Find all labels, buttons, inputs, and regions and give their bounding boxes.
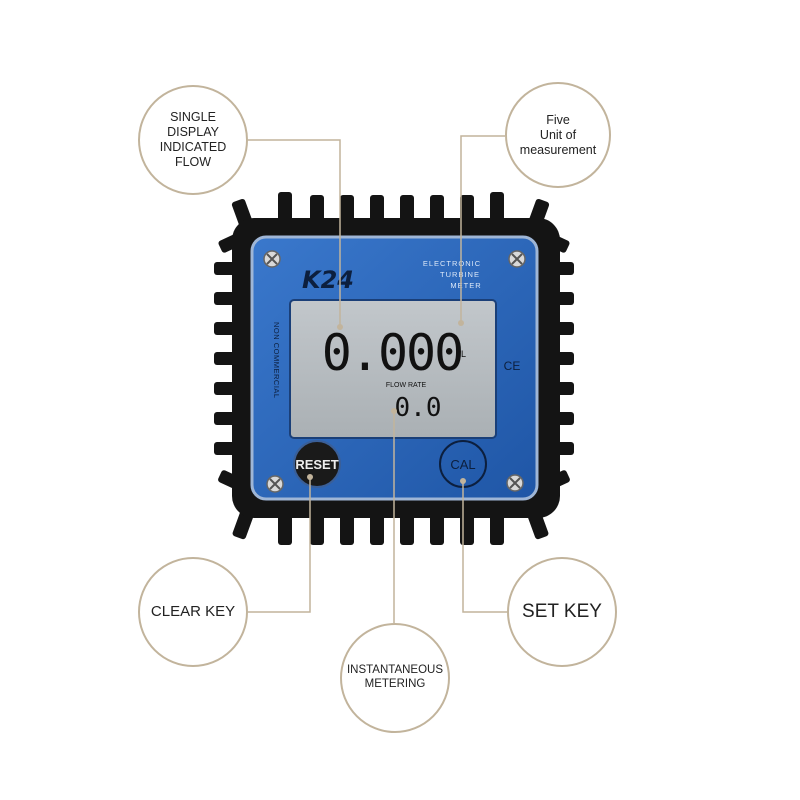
reset-button[interactable]: RESET: [293, 440, 341, 488]
non-commercial-label: NON COMMERCIAL: [272, 322, 281, 399]
callout-single-display: SINGLE DISPLAY INDICATED FLOW: [138, 85, 248, 195]
flow-reading: 0.0: [395, 393, 442, 423]
callout-instantaneous-text: INSTANTANEOUS METERING: [346, 664, 444, 690]
brand-logo: K24: [302, 266, 354, 294]
callout-five-units: Five Unit of measurement: [505, 82, 611, 188]
ce-mark: CE: [504, 359, 521, 373]
header-line-2: TURBINE: [440, 270, 480, 279]
lcd-display: [289, 299, 497, 439]
reset-button-label: RESET: [295, 457, 338, 472]
header-line-3: METER: [450, 281, 481, 290]
leader-lines: [248, 135, 507, 623]
flow-rate-label: FLOW RATE: [386, 382, 427, 389]
header-line-1: ELECTRONIC: [423, 259, 481, 268]
callout-instantaneous: INSTANTANEOUS METERING: [340, 623, 450, 733]
callout-set-key: SET KEY: [507, 557, 617, 667]
screws: [263, 250, 526, 493]
total-reading: 0.000: [322, 324, 463, 382]
callout-set-key-text: SET KEY: [522, 600, 602, 622]
callout-clear-key: CLEAR KEY: [138, 557, 248, 667]
callout-clear-key-text: CLEAR KEY: [150, 603, 236, 620]
callout-five-units-text: Five Unit of measurement: [519, 112, 597, 157]
callout-single-display-text: SINGLE DISPLAY INDICATED FLOW: [159, 110, 227, 169]
leader-dots: [307, 320, 466, 484]
cal-button-label: CAL: [450, 457, 475, 472]
unit-label: L: [461, 349, 466, 359]
